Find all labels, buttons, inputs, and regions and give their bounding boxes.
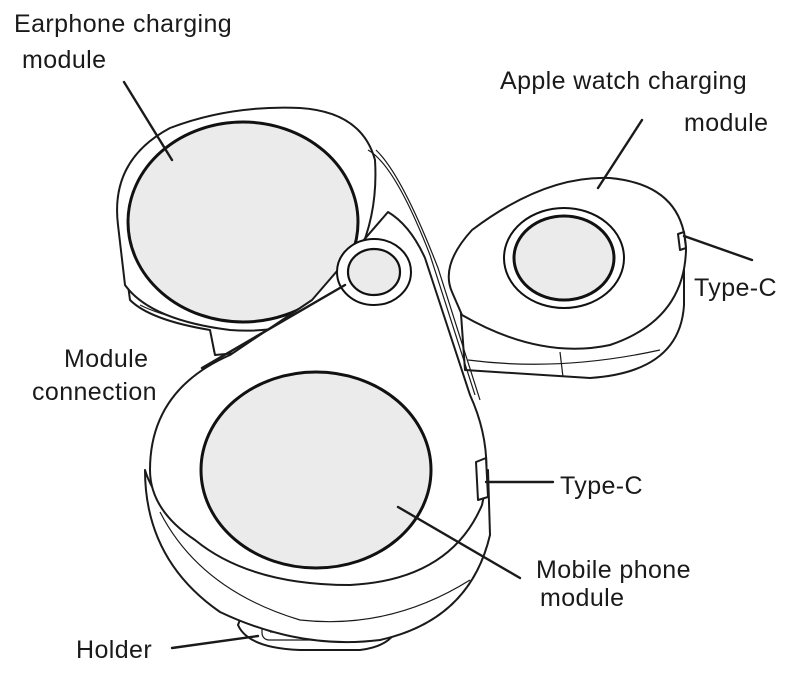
phone-charging-pad [199, 370, 433, 570]
leader-earphone [122, 80, 174, 162]
label-earphone-line2: module [22, 46, 106, 74]
leader-holder [170, 634, 260, 650]
label-earphone-line1: Earphone charging [14, 10, 232, 38]
label-typec-phone: Type-C [560, 472, 643, 500]
phone-typec-port [475, 457, 489, 501]
earphone-charging-pad [126, 120, 360, 324]
watch-typec-port [677, 231, 687, 251]
mobile-phone-module [144, 149, 491, 651]
label-module-connection-line1: Module [64, 345, 148, 373]
label-phone-line1: Mobile phone [536, 556, 691, 584]
watch-charging-module [447, 176, 687, 379]
label-typec-watch: Type-C [694, 274, 777, 302]
module-connection-knob [336, 238, 412, 306]
label-module-connection-line2: connection [32, 378, 157, 406]
label-phone-line2: module [540, 584, 624, 612]
label-holder: Holder [76, 636, 152, 664]
leader-module-connection [200, 283, 347, 370]
label-watch-line2: module [684, 109, 768, 137]
leader-lines [122, 80, 754, 650]
leader-typec-watch [682, 234, 754, 262]
label-watch-line1: Apple watch charging [500, 67, 747, 95]
watch-charging-pad [512, 214, 616, 302]
leader-phone [396, 505, 522, 580]
leader-watch [596, 118, 644, 190]
